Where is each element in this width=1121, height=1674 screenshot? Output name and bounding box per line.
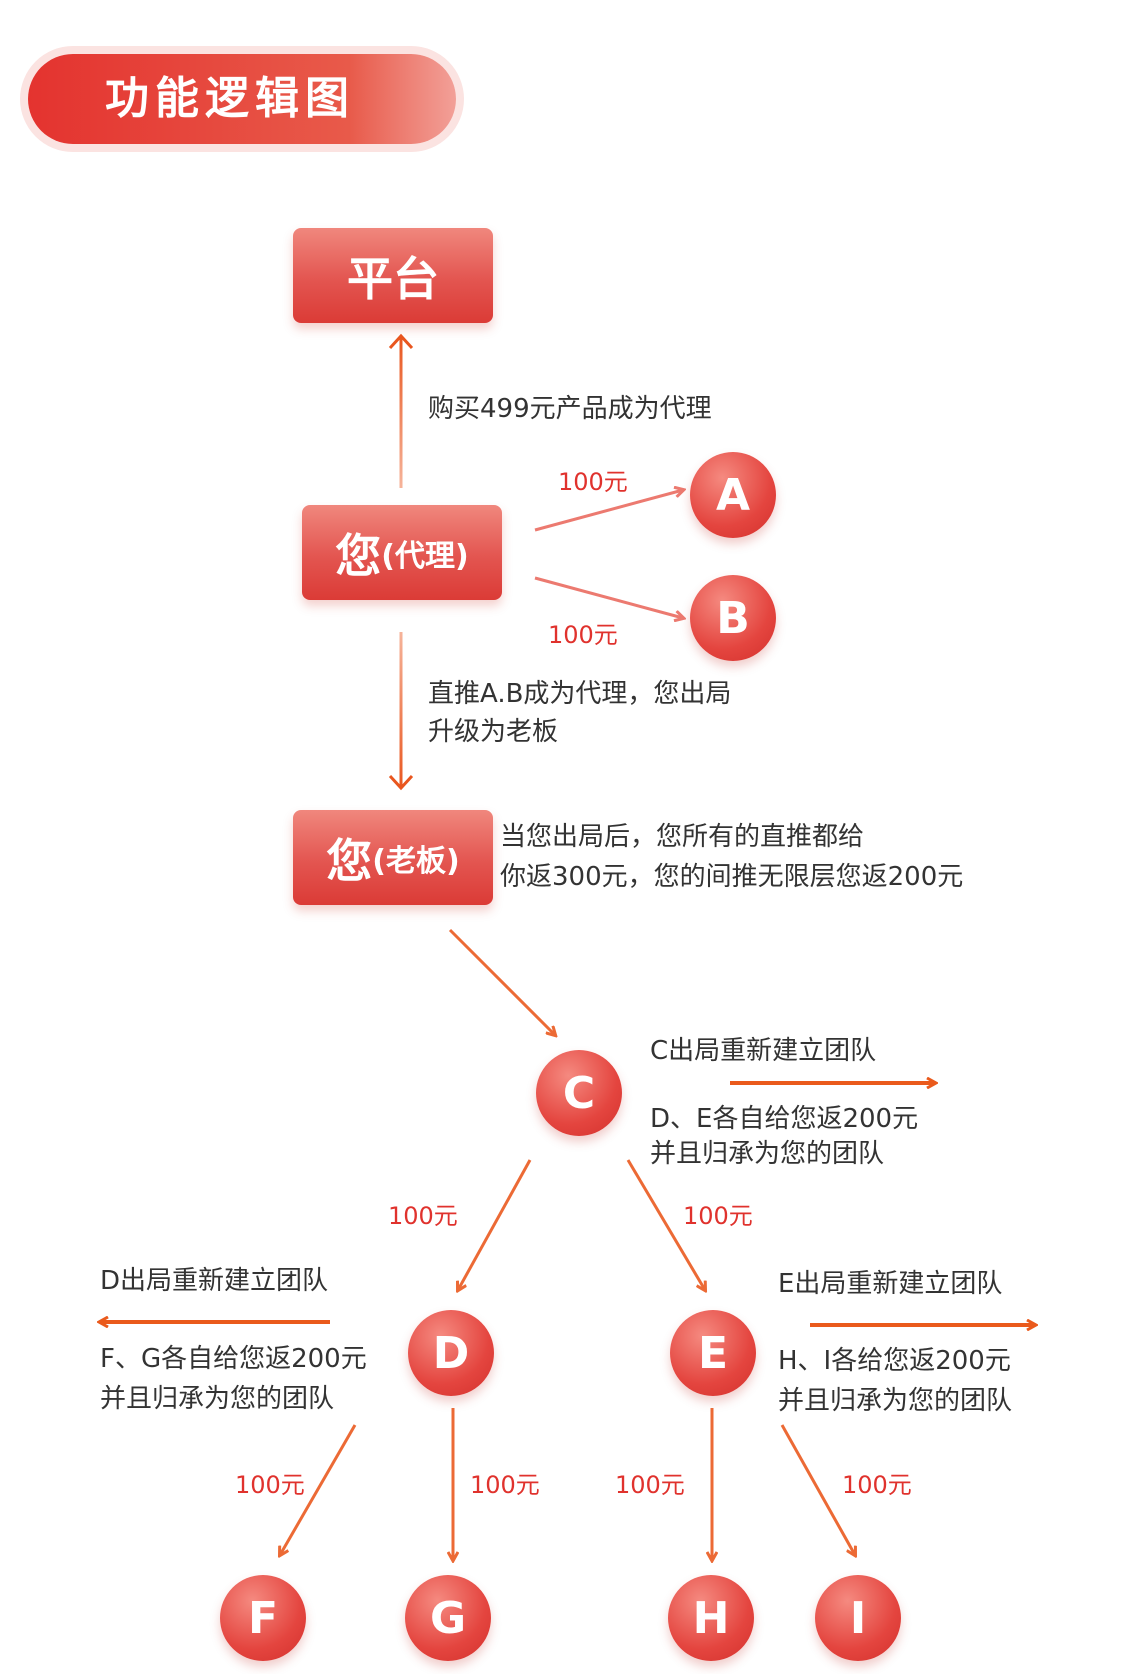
node-c: C	[536, 1050, 622, 1136]
note-buy: 购买499元产品成为代理	[428, 394, 712, 424]
agent-main-label: 您	[335, 528, 382, 583]
note-e-ret-1: H、I各给您返200元	[778, 1346, 1011, 1376]
note-direct-1: 直推A.B成为代理，您出局	[428, 679, 732, 709]
note-e-restart: E出局重新建立团队	[778, 1269, 1003, 1299]
header-banner	[28, 54, 456, 144]
amount-to-g: 100元	[470, 1471, 540, 1499]
node-i: I	[815, 1575, 901, 1661]
note-d-ret-2: 并且归承为您的团队	[100, 1384, 335, 1414]
node-b: B	[690, 575, 776, 661]
node-g: G	[405, 1575, 491, 1661]
amount-to-h: 100元	[615, 1471, 685, 1499]
note-c-restart: C出局重新建立团队	[650, 1036, 877, 1066]
arrow-boss-to-c	[448, 928, 555, 1035]
note-boss-1: 当您出局后，您所有的直推都给	[500, 822, 865, 852]
amount-to-a: 100元	[558, 468, 628, 496]
note-c-ret-1: D、E各自给您返200元	[650, 1104, 919, 1134]
agent-node: 您 (代理)	[302, 505, 502, 600]
agent-sub-label: (代理)	[381, 538, 469, 574]
amount-to-e: 100元	[683, 1202, 753, 1230]
arrow-d-to-f	[280, 1424, 357, 1555]
arrow-agent-to-a	[534, 490, 683, 532]
amount-to-d: 100元	[388, 1202, 458, 1230]
boss-node: 您 (老板)	[293, 810, 493, 905]
arrow-e-to-i	[780, 1424, 855, 1555]
platform-node: 平台	[293, 228, 493, 323]
arrow-c-to-d	[458, 1159, 532, 1290]
amount-to-i: 100元	[842, 1471, 912, 1499]
platform-label: 平台	[347, 251, 439, 306]
note-boss-2: 你返300元，您的间推无限层您返200元	[500, 862, 964, 892]
page-title: 功能逻辑图	[105, 73, 355, 124]
arrow-c-to-e	[626, 1159, 705, 1290]
note-c-ret-2: 并且归承为您的团队	[650, 1139, 885, 1169]
boss-main-label: 您	[326, 833, 373, 888]
boss-sub-label: (老板)	[372, 843, 460, 879]
node-e: E	[670, 1310, 756, 1396]
note-d-ret-1: F、G各自给您返200元	[100, 1344, 367, 1374]
node-d: D	[408, 1310, 494, 1396]
amount-to-f: 100元	[235, 1471, 305, 1499]
node-f: F	[220, 1575, 306, 1661]
node-h: H	[668, 1575, 754, 1661]
amount-to-b: 100元	[548, 621, 618, 649]
arrow-agent-to-b	[534, 576, 683, 618]
note-d-restart: D出局重新建立团队	[100, 1266, 329, 1296]
note-e-ret-2: 并且归承为您的团队	[778, 1386, 1013, 1416]
node-a: A	[690, 452, 776, 538]
note-direct-2: 升级为老板	[428, 717, 559, 747]
